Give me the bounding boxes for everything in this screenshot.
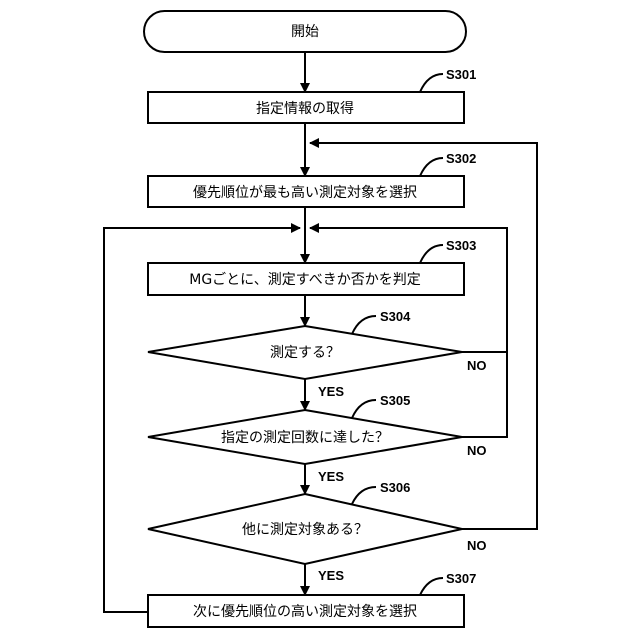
s304-leader (352, 316, 376, 334)
s304-yes-label: YES (318, 384, 344, 399)
s305-leader (352, 400, 376, 418)
decision-s306: 他に測定対象ある？ S306 YES NO (148, 480, 487, 583)
s305-label: 指定の測定回数に達した？ (221, 430, 389, 446)
s302-leader (420, 158, 443, 176)
start-label: 開始 (291, 24, 319, 40)
s305-no-label: NO (467, 443, 487, 458)
decision-s305: 指定の測定回数に達した？ S305 YES NO (148, 393, 487, 484)
s304-no-label: NO (467, 358, 487, 373)
s301-leader (420, 74, 443, 92)
s303-step-id: S303 (446, 238, 476, 253)
s306-leader (352, 487, 376, 504)
s302-label: 優先順位が最も高い測定対象を選択 (193, 184, 417, 201)
s302-step-id: S302 (446, 151, 476, 166)
process-s303: MGごとに、測定すべきか否かを判定 S303 (148, 238, 476, 295)
decision-s304: 測定する？ S304 YES NO (148, 309, 487, 399)
s306-label: 他に測定対象ある？ (242, 522, 368, 538)
s301-label: 指定情報の取得 (256, 100, 354, 117)
process-s301: 指定情報の取得 S301 (148, 67, 476, 123)
s301-step-id: S301 (446, 67, 476, 82)
s307-leader (420, 578, 443, 595)
process-s307: 次に優先順位の高い測定対象を選択 S307 (148, 571, 476, 627)
s303-label: MGごとに、測定すべきか否かを判定 (189, 272, 421, 288)
s305-yes-label: YES (318, 469, 344, 484)
s305-step-id: S305 (380, 393, 410, 408)
s304-step-id: S304 (380, 309, 411, 324)
s303-leader (420, 245, 443, 263)
s307-label: 次に優先順位の高い測定対象を選択 (193, 603, 417, 620)
process-s302: 優先順位が最も高い測定対象を選択 S302 (148, 151, 476, 207)
s306-step-id: S306 (380, 480, 410, 495)
s306-no-label: NO (467, 538, 487, 553)
start-terminator: 開始 (144, 11, 466, 52)
s307-step-id: S307 (446, 571, 476, 586)
s306-yes-label: YES (318, 568, 344, 583)
s304-label: 測定する？ (270, 345, 340, 361)
